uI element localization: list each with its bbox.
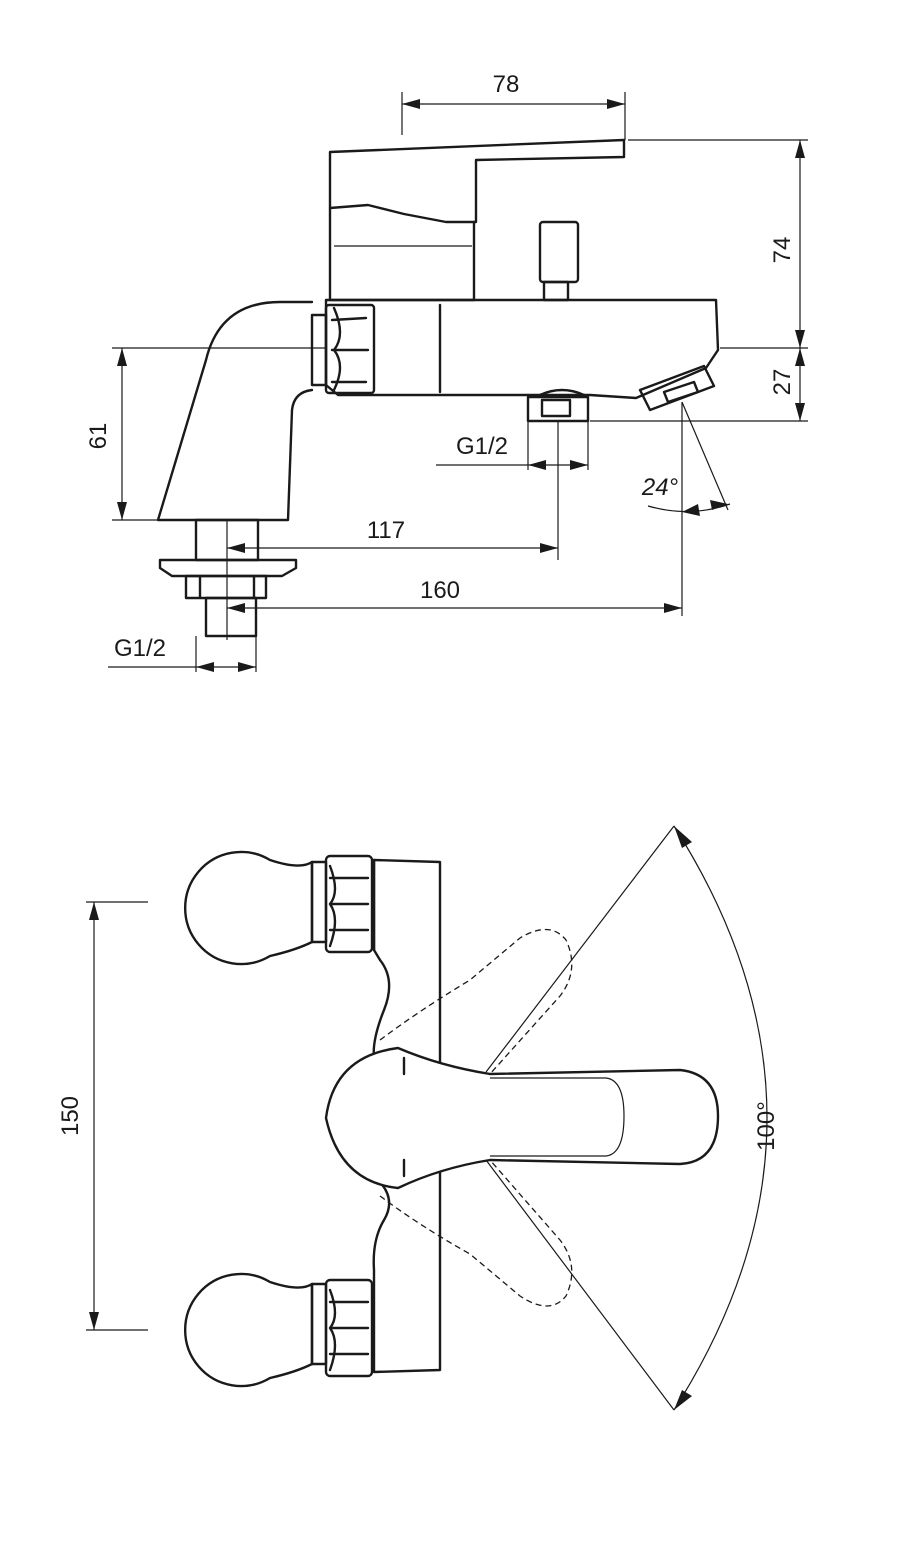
lever-top-inner	[490, 1077, 625, 1157]
dimension-78: 78	[401, 71, 626, 140]
dimension-150: 150	[57, 901, 148, 1331]
lever-rotated-down	[379, 1159, 573, 1307]
deck-leg	[156, 300, 314, 522]
lever-top	[324, 1046, 720, 1190]
dim-outlet-thread: G1/2	[456, 433, 508, 460]
dimension-117: 117	[227, 421, 559, 560]
dim-angle: 24°	[641, 474, 679, 501]
dim-spout-drop: 61	[85, 423, 112, 450]
dim-height-bottom: 27	[769, 369, 796, 396]
lower-hex-nut	[324, 1278, 374, 1378]
lever-handle	[328, 138, 626, 224]
dim-reach-160: 160	[420, 577, 460, 604]
diverter-stem	[542, 280, 570, 302]
dim-height-top: 74	[769, 237, 796, 264]
inlet-pipe	[204, 596, 258, 638]
dimension-rotation: 100°	[485, 825, 780, 1411]
dimension-27: 27	[590, 348, 808, 422]
dimension-outlet-thread: G1/2	[436, 421, 589, 470]
dimension-inlet-thread: G1/2	[108, 635, 257, 672]
spout-outlet	[638, 364, 716, 412]
lower-inlet-round	[183, 1272, 314, 1388]
deck-flange	[158, 558, 298, 578]
dimension-74: 74	[628, 139, 808, 349]
upper-inlet-round	[183, 850, 314, 966]
side-nut-ring	[310, 313, 328, 387]
dim-inlet-thread: G1/2	[114, 635, 166, 662]
deck-nut	[184, 574, 268, 600]
upper-inlet-ring	[310, 860, 328, 944]
shower-outlet-cap	[538, 388, 586, 397]
diverter-knob	[538, 220, 580, 284]
dim-rotation: 100°	[753, 1101, 780, 1151]
lower-inlet-ring	[310, 1282, 328, 1366]
side-hex-nut-facets	[330, 306, 370, 392]
dim-reach-117: 117	[367, 517, 405, 544]
mixer-body	[324, 298, 720, 400]
dim-centers: 150	[57, 1096, 84, 1136]
dim-handle-length: 78	[493, 71, 520, 98]
shower-outlet-inner	[540, 398, 572, 418]
side-view: 78 74 27 61 G1/2 117	[85, 71, 808, 672]
aerator-slot	[662, 380, 700, 404]
dimension-angle: 24°	[641, 401, 731, 516]
dimension-160: 160	[227, 402, 683, 616]
lever-rotated-up	[379, 928, 573, 1075]
upper-hex-nut	[324, 854, 374, 954]
dimension-61: 61	[85, 347, 326, 521]
top-view: 150 100°	[57, 825, 780, 1411]
